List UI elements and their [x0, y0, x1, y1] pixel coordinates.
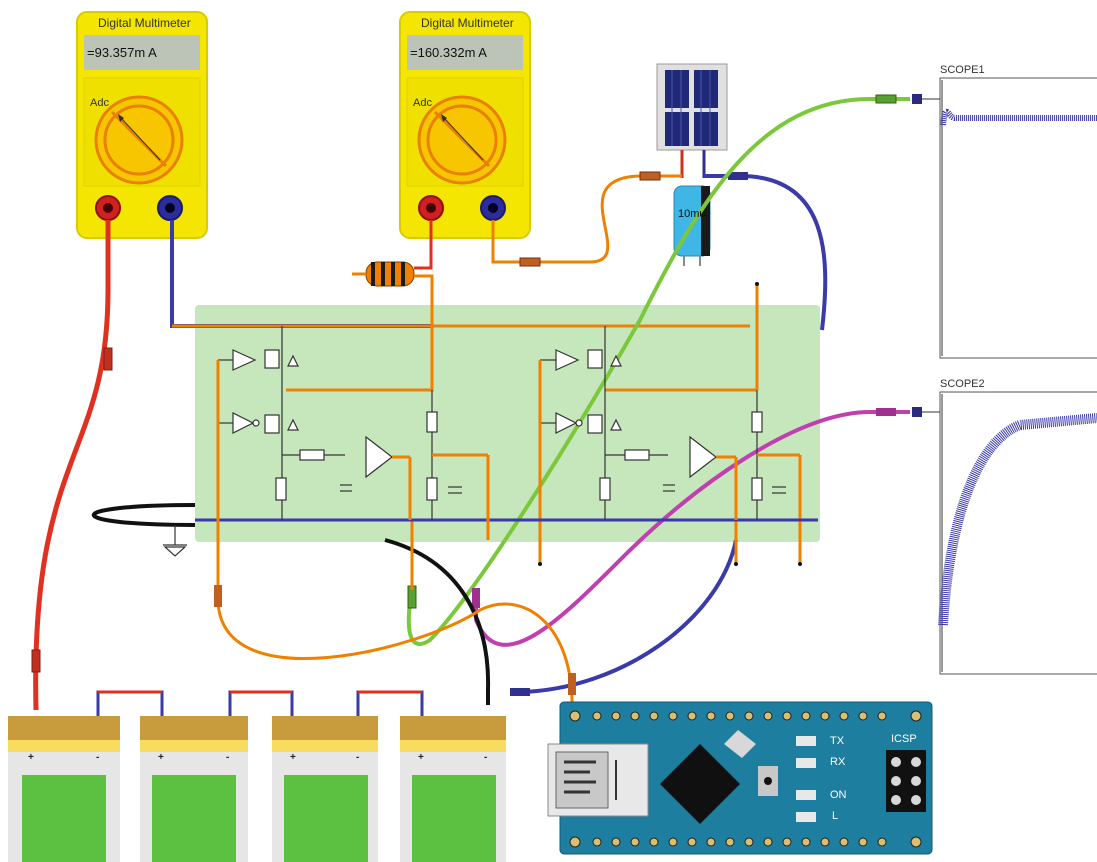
battery3-minus: - — [356, 752, 360, 763]
wire-black-gnd[interactable] — [91, 503, 196, 527]
wire-dmm2-solar[interactable] — [491, 174, 682, 264]
scope1-title: SCOPE1 — [940, 64, 985, 76]
arduino-on-label: ON — [830, 789, 847, 801]
scope-1[interactable] — [912, 77, 1097, 359]
arduino-l-label: L — [832, 810, 839, 822]
multimeter-1[interactable] — [76, 11, 208, 239]
arduino-rx-label: RX — [830, 756, 846, 768]
battery2-minus: - — [226, 752, 230, 763]
wire-inductor-board[interactable] — [286, 272, 434, 392]
dmm2-title: Digital Multimeter — [421, 16, 514, 30]
battery4-plus: + — [418, 752, 424, 763]
dmm1-title: Digital Multimeter — [98, 16, 191, 30]
wire-blue-solar[interactable] — [704, 174, 828, 331]
scope2-title: SCOPE2 — [940, 378, 985, 390]
arduino-nano[interactable] — [547, 701, 933, 855]
battery-pack[interactable] — [8, 690, 506, 862]
scope-2[interactable] — [912, 391, 1097, 675]
wire-magenta-scope2[interactable] — [474, 410, 910, 647]
battery2-plus: + — [158, 752, 164, 763]
wire-orange-loop[interactable] — [216, 540, 574, 710]
dmm2-mode: Adc — [413, 97, 432, 109]
multimeter-2[interactable] — [399, 11, 531, 239]
arduino-pins-top — [569, 710, 922, 722]
board-schematic — [163, 326, 818, 557]
wire-black-battery[interactable] — [384, 538, 491, 705]
dmm1-reading: =93.357m A — [87, 45, 157, 60]
wire-dmm2-red[interactable] — [414, 220, 433, 270]
battery3-plus: + — [290, 752, 296, 763]
arduino-tx-label: TX — [830, 735, 845, 747]
battery4-minus: - — [484, 752, 488, 763]
arduino-icsp-label: ICSP — [891, 733, 917, 745]
battery1-plus: + — [28, 752, 34, 763]
capacitor-label: 10mu — [678, 208, 706, 220]
dmm2-reading: =160.332m A — [410, 45, 487, 60]
inductor[interactable] — [365, 261, 415, 287]
wire-blue-arduino[interactable] — [519, 539, 738, 694]
mcu-chip — [660, 744, 740, 824]
solar-panel[interactable] — [656, 63, 728, 178]
circuit-board — [195, 305, 820, 542]
arduino-pins-bottom — [569, 836, 922, 848]
battery1-minus: - — [96, 752, 100, 763]
wire-red-dmm1[interactable] — [33, 220, 111, 711]
dmm1-mode: Adc — [90, 97, 109, 109]
